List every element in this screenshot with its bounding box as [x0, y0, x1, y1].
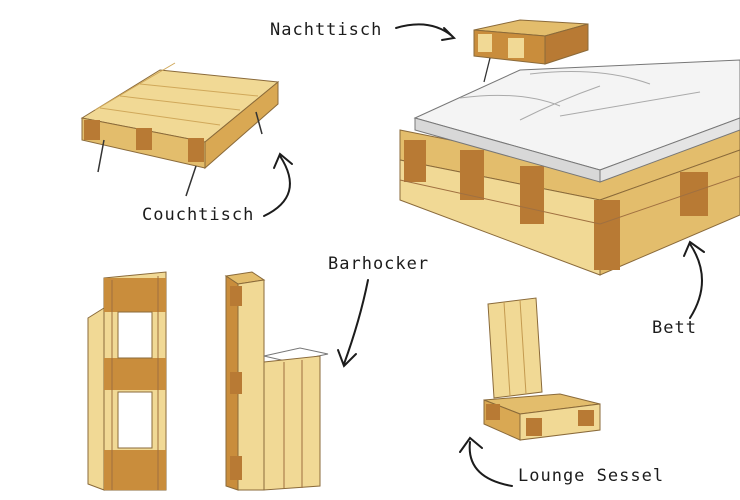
bett-illustration	[399, 59, 740, 276]
arrow-couchtisch	[263, 152, 293, 217]
label-lounge-sessel: Lounge Sessel	[518, 466, 665, 486]
arrow-bett	[683, 240, 705, 319]
arrow-barhocker	[337, 279, 369, 368]
couchtisch-illustration	[80, 62, 280, 197]
arrow-nachttisch	[395, 23, 457, 41]
barhocker-1-illustration	[87, 271, 167, 491]
barhocker-2-illustration	[224, 271, 329, 491]
label-nachttisch: Nachttisch	[270, 20, 383, 40]
label-barhocker: Barhocker	[328, 254, 430, 274]
lounge-sessel-illustration	[483, 297, 601, 441]
arrow-lounge-sessel	[459, 436, 513, 487]
label-bett: Bett	[652, 318, 697, 338]
nachttisch-illustration	[473, 19, 589, 83]
annotation-arrows	[263, 23, 705, 487]
label-couchtisch: Couchtisch	[142, 205, 255, 225]
